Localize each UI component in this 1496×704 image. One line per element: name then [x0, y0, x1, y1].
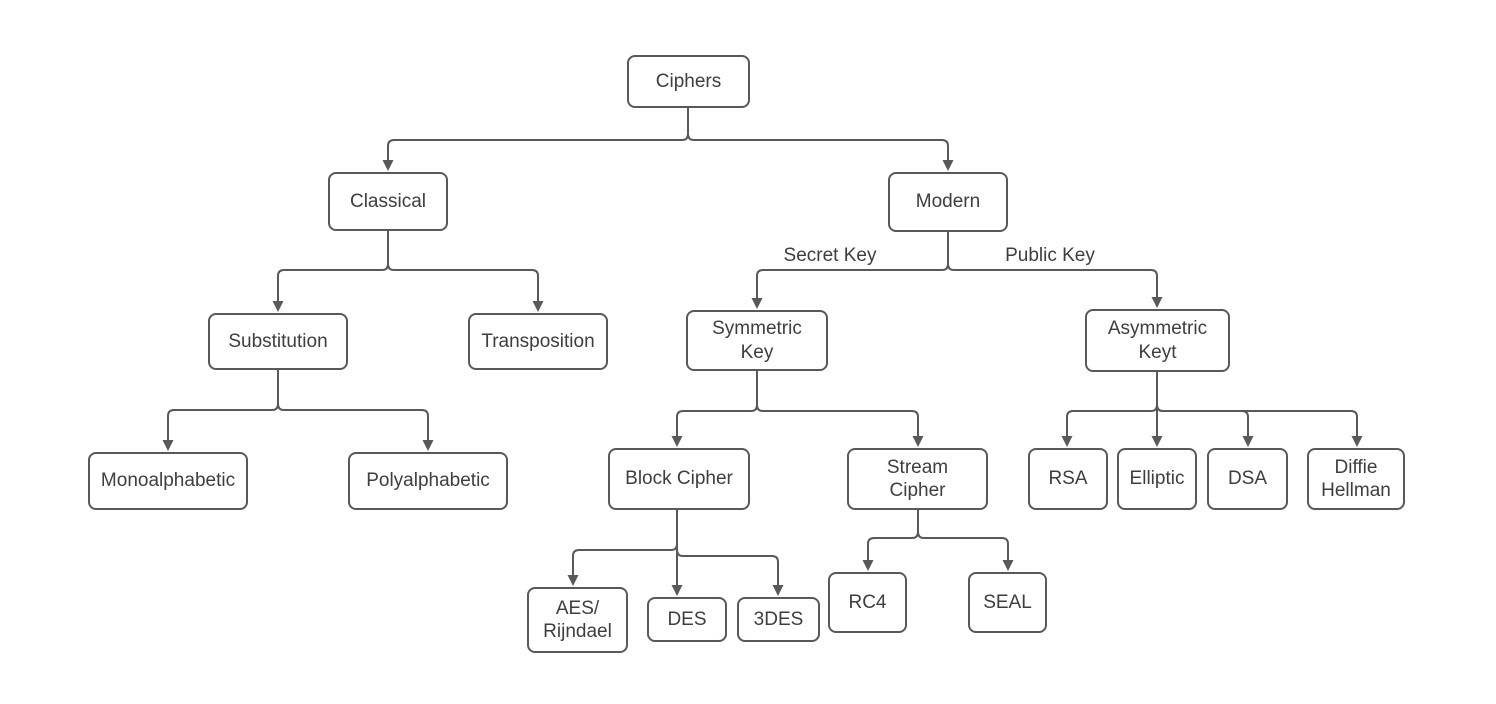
edge-stream-rc4 [862, 510, 919, 571]
node-classical: Classical [328, 172, 448, 231]
node-dsa: DSA [1207, 448, 1288, 510]
node-symmetric-key: Symmetric Key [686, 310, 828, 371]
edge-block-3des [676, 510, 784, 596]
edge-classical-substitution [272, 231, 389, 312]
edge-ciphers-classical [382, 108, 689, 171]
edge-substitution-monoalphabetic [162, 370, 279, 451]
node-ciphers: Ciphers [627, 55, 750, 108]
node-rsa: RSA [1028, 448, 1108, 510]
node-elliptic: Elliptic [1117, 448, 1197, 510]
edge-symmetric-block-cipher [671, 371, 758, 447]
node-seal: SEAL [968, 572, 1047, 633]
edge-asymmetric-dsa [1156, 372, 1254, 447]
edge-substitution-polyalphabetic [277, 370, 434, 451]
edge-stream-seal [917, 510, 1014, 571]
node-asymmetric-key: Asymmetric Keyt [1085, 309, 1230, 372]
node-stream-cipher: Stream Cipher [847, 448, 988, 510]
node-monoalphabetic: Monoalphabetic [88, 452, 248, 510]
edge-label-secret-key: Secret Key [783, 245, 877, 266]
edge-classical-transposition [387, 231, 544, 312]
node-des: DES [647, 597, 727, 642]
node-rc4: RC4 [828, 572, 907, 633]
node-3des: 3DES [737, 597, 820, 642]
edge-asymmetric-rsa [1061, 372, 1158, 447]
edge-asymmetric-diffie-hellman [1156, 372, 1363, 447]
node-block-cipher: Block Cipher [608, 448, 750, 510]
edge-block-aes-rijndael [567, 510, 678, 586]
edge-modern-asymmetric-key [947, 232, 1163, 308]
node-polyalphabetic: Polyalphabetic [348, 452, 508, 510]
node-substitution: Substitution [208, 313, 348, 370]
edge-ciphers-modern [687, 108, 954, 171]
node-transposition: Transposition [468, 313, 608, 370]
edge-label-public-key: Public Key [1005, 245, 1095, 266]
node-diffie-hellman: Diffie Hellman [1307, 448, 1405, 510]
node-modern: Modern [888, 172, 1008, 232]
node-aes-rijndael: AES/ Rijndael [527, 587, 628, 653]
edge-symmetric-stream-cipher [756, 371, 924, 447]
